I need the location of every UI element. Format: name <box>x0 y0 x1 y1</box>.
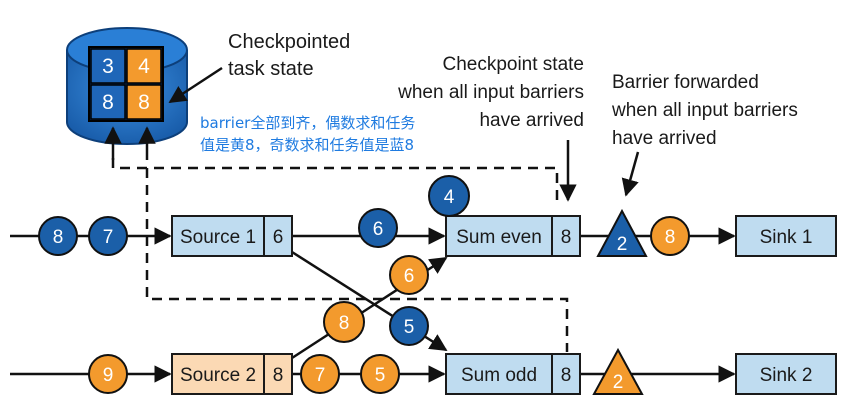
record-odd-blue5: 5 <box>389 306 429 346</box>
task-sum-odd: Sum odd 8 <box>445 353 581 395</box>
task-source1: Source 1 6 <box>171 215 293 257</box>
state-cell-3 <box>90 84 126 120</box>
svg-text:2: 2 <box>617 234 628 255</box>
state-cell-4 <box>126 84 162 120</box>
annotation-line2: 值是黄8，奇数求和任务值是蓝8 <box>200 136 414 154</box>
record-s2-out-b: 5 <box>360 354 400 394</box>
task-source2: Source 2 8 <box>171 353 293 395</box>
barrier-forwarded-line3: have arrived <box>612 128 717 149</box>
svg-text:7: 7 <box>315 365 326 386</box>
record-cross-yellow6: 6 <box>389 255 429 295</box>
svg-text:9: 9 <box>103 365 114 386</box>
checkpoint-state-line1: Checkpoint state <box>442 54 584 75</box>
checkpoint-storage-icon: 3 4 8 8 <box>66 27 188 145</box>
svg-text:5: 5 <box>375 365 386 386</box>
checkpoint-state-line3: have arrived <box>479 110 584 131</box>
record-s2-out-a: 7 <box>300 354 340 394</box>
svg-text:2: 2 <box>613 372 624 393</box>
svg-text:6: 6 <box>373 219 384 240</box>
barrier-bottom: 2 <box>592 347 644 395</box>
source2-state: 8 <box>273 365 284 386</box>
record-even-top: 4 <box>428 175 470 217</box>
source2-name: Source 2 <box>180 365 256 386</box>
svg-text:8: 8 <box>53 227 64 248</box>
state-cell-1-value: 3 <box>102 55 114 78</box>
svg-text:7: 7 <box>103 227 114 248</box>
sum-odd-state: 8 <box>561 365 572 386</box>
record-in1-b: 7 <box>88 216 128 256</box>
annotation-line1: barrier全部到齐，偶数求和任务 <box>200 114 415 132</box>
sum-even-name: Sum even <box>456 227 542 248</box>
sum-odd-name: Sum odd <box>461 365 537 386</box>
source1-state: 6 <box>273 227 284 248</box>
record-even-out: 8 <box>650 216 690 256</box>
svg-text:5: 5 <box>404 317 415 338</box>
snapshot-dashed-lines <box>111 158 569 352</box>
task-sum-even: Sum even 8 <box>445 215 581 257</box>
state-cell-2-value: 4 <box>138 55 150 78</box>
checkpointed-title-line1: Checkpointed <box>228 31 350 53</box>
state-cell-2 <box>126 48 162 84</box>
svg-text:6: 6 <box>404 266 415 287</box>
barrier-forwarded-line2: when all input barriers <box>611 100 798 121</box>
svg-text:8: 8 <box>665 227 676 248</box>
task-sink2: Sink 2 <box>735 353 837 395</box>
record-cross-yellow8: 8 <box>323 301 365 343</box>
checkpoint-label-pointer <box>168 66 223 104</box>
sum-even-state: 8 <box>561 227 572 248</box>
state-cell-3-value: 8 <box>102 91 114 114</box>
record-s1-out-even: 6 <box>358 208 398 248</box>
source1-name: Source 1 <box>180 227 256 248</box>
svg-text:8: 8 <box>339 313 350 334</box>
barrier-forwarded-pointer <box>621 151 640 197</box>
checkpointed-title-line2: task state <box>228 58 314 80</box>
svg-text:4: 4 <box>444 187 455 208</box>
record-in1-a: 8 <box>38 216 78 256</box>
sink1-name: Sink 1 <box>760 227 813 248</box>
task-sink1: Sink 1 <box>735 215 837 257</box>
state-cell-4-value: 8 <box>138 91 150 114</box>
barrier-top: 2 <box>596 208 648 257</box>
state-cell-1 <box>90 48 126 84</box>
barrier-forwarded-line1: Barrier forwarded <box>612 72 759 93</box>
sink2-name: Sink 2 <box>760 365 813 386</box>
checkpoint-state-line2: when all input barriers <box>397 82 584 103</box>
dashed-line-sum-even <box>111 158 559 202</box>
dashed-line-sum-odd <box>145 168 569 352</box>
record-in2-a: 9 <box>88 354 128 394</box>
